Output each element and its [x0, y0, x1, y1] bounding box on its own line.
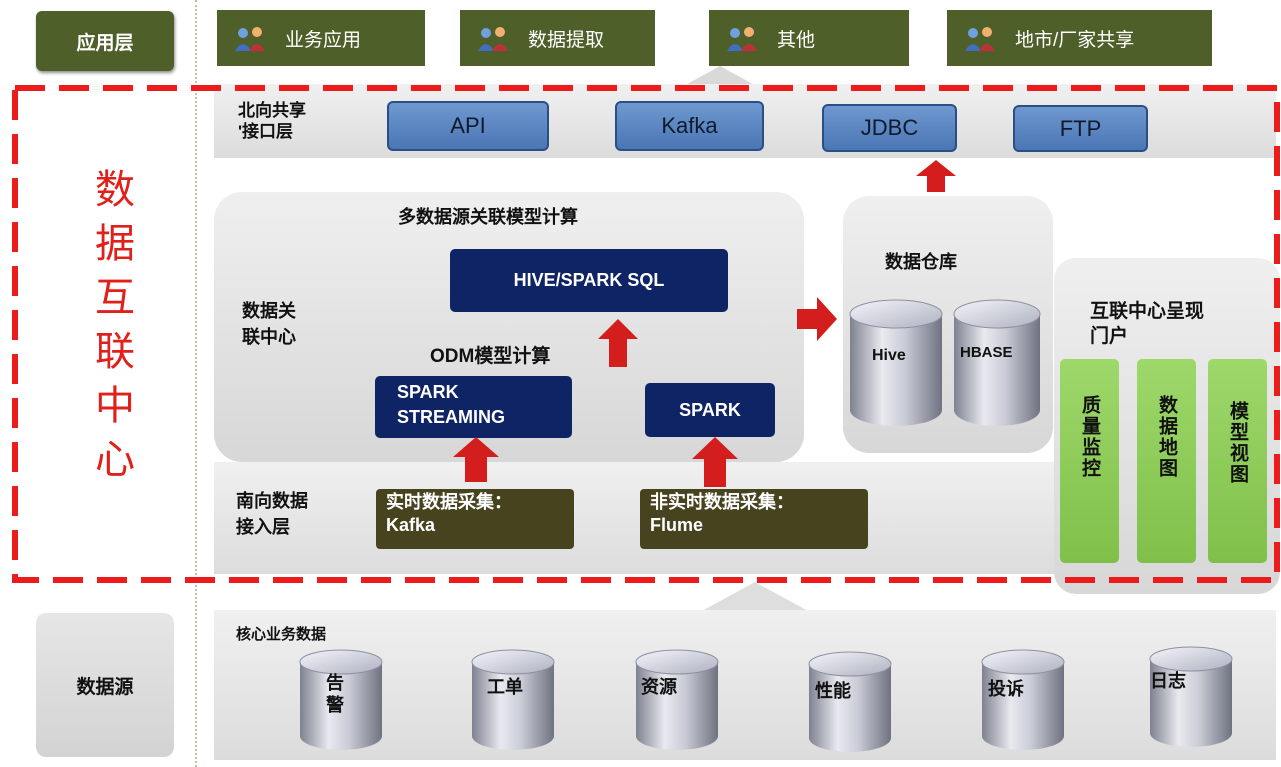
alarm-label: 告警 — [326, 673, 344, 715]
app-item-label: 业务应用 — [285, 29, 362, 51]
right-arrow — [797, 297, 837, 341]
hive-db-icon — [849, 299, 943, 426]
realtime-collection-box: 实时数据采集： Kafka — [376, 489, 574, 549]
performance-label: 性能 — [815, 681, 851, 701]
hbase-db-icon — [953, 299, 1041, 426]
up-arrow — [598, 319, 638, 367]
north-layer-label: 北向共享 '接口层 — [238, 101, 306, 141]
hive-label: Hive — [872, 347, 906, 364]
up-arrow-hint — [680, 66, 760, 88]
source-layer-label: 数据源 — [36, 613, 174, 757]
log-label: 日志 — [1150, 671, 1186, 691]
log-db-icon — [1149, 646, 1233, 747]
app-layer-label: 应用层 — [36, 11, 174, 71]
kafka-interface: Kafka — [615, 101, 764, 151]
app-item-share: 地市/厂家共享 — [947, 10, 1212, 66]
complaint-label: 投诉 — [988, 679, 1024, 699]
up-arrow — [453, 437, 499, 482]
performance-db-icon — [808, 651, 892, 752]
up-arrow-hint — [700, 582, 810, 612]
alarm-db-icon — [299, 649, 383, 750]
app-item-business: 业务应用 — [217, 10, 425, 66]
south-band — [214, 462, 1059, 574]
portal-item-label: 数据地图 — [1156, 395, 1177, 479]
data-interconnect-center-title: 数据互联中心 — [88, 168, 134, 492]
app-item-label: 其他 — [777, 29, 816, 51]
jdbc-interface: JDBC — [822, 104, 957, 152]
layer-divider — [195, 0, 197, 767]
app-item-extract: 数据提取 — [460, 10, 655, 66]
model-view: 模型视图 — [1208, 359, 1267, 563]
resource-label: 资源 — [641, 677, 677, 697]
hbase-label: HBASE — [960, 344, 1013, 361]
ftp-interface: FTP — [1013, 105, 1148, 152]
people-icon — [725, 24, 765, 52]
quality-monitor-view: 质量监控 — [1060, 359, 1119, 563]
app-item-other: 其他 — [709, 10, 909, 66]
people-icon — [963, 24, 1003, 52]
spark-box: SPARK — [645, 383, 775, 437]
data-warehouse-title: 数据仓库 — [885, 252, 957, 272]
portal-item-label: 模型视图 — [1227, 401, 1248, 485]
association-center-label: 数据关 联中心 — [242, 301, 296, 347]
complaint-db-icon — [981, 649, 1065, 750]
portal-item-label: 质量监控 — [1079, 395, 1100, 479]
hive-spark-sql-box: HIVE/SPARK SQL — [450, 249, 728, 312]
core-data-title: 核心业务数据 — [236, 626, 327, 643]
app-item-label: 地市/厂家共享 — [1015, 29, 1135, 51]
portal-title: 互联中心呈现 门户 — [1090, 301, 1205, 347]
work-order-label: 工单 — [487, 677, 523, 697]
spark-streaming-box: SPARK STREAMING — [375, 376, 572, 438]
multi-source-title: 多数据源关联模型计算 — [398, 207, 578, 227]
south-layer-label: 南向数据 接入层 — [236, 491, 308, 537]
up-arrow — [916, 160, 956, 192]
api-interface: API — [387, 101, 549, 151]
people-icon — [476, 24, 516, 52]
people-icon — [233, 24, 273, 52]
up-arrow — [692, 437, 738, 487]
odm-title: ODM模型计算 — [430, 346, 551, 367]
app-item-label: 数据提取 — [528, 29, 605, 51]
nonrealtime-collection-box: 非实时数据采集： Flume — [640, 489, 868, 549]
core-data-band — [214, 610, 1276, 760]
work-order-db-icon — [471, 649, 555, 750]
data-map-view: 数据地图 — [1137, 359, 1196, 563]
resource-db-icon — [635, 649, 719, 750]
